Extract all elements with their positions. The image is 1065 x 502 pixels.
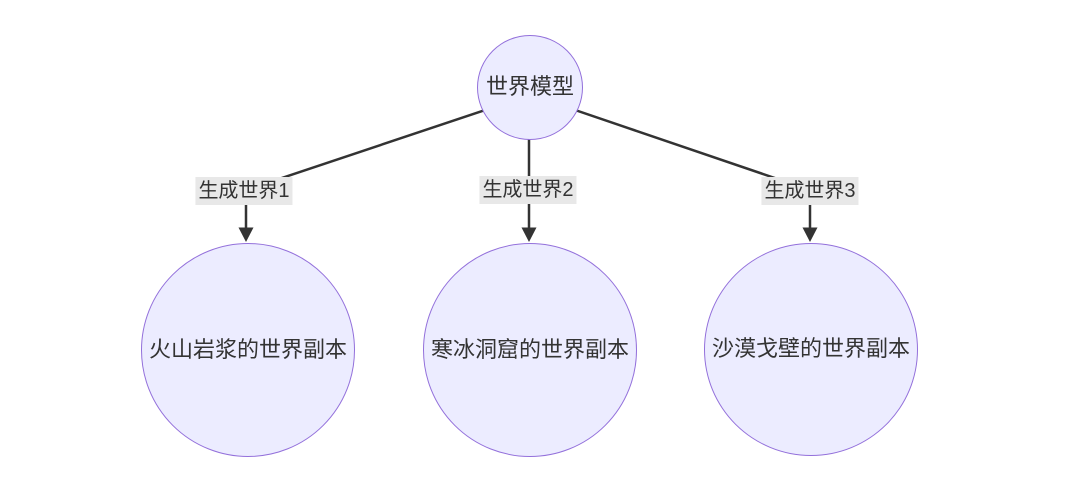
edge-label-generate-world-2: 生成世界2: [479, 176, 577, 204]
node-volcano-lava-world: 火山岩浆的世界副本: [141, 243, 355, 457]
node-volcano-lava-world-label: 火山岩浆的世界副本: [148, 336, 347, 362]
arrowhead-down-icon: [238, 227, 254, 242]
node-desert-gobi-world-label: 沙漠戈壁的世界副本: [711, 336, 910, 362]
node-world-model: 世界模型: [477, 35, 583, 140]
edge-label-generate-world-1: 生成世界1: [195, 177, 293, 205]
node-ice-cave-world-label: 寒冰洞窟的世界副本: [430, 336, 629, 362]
edge-label-generate-world-3: 生成世界3: [761, 177, 859, 205]
node-ice-cave-world: 寒冰洞窟的世界副本: [423, 243, 637, 457]
arrowhead-down-icon: [521, 227, 537, 242]
node-desert-gobi-world: 沙漠戈壁的世界副本: [704, 243, 918, 456]
arrowhead-down-icon: [802, 227, 818, 242]
node-world-model-label: 世界模型: [485, 74, 574, 100]
